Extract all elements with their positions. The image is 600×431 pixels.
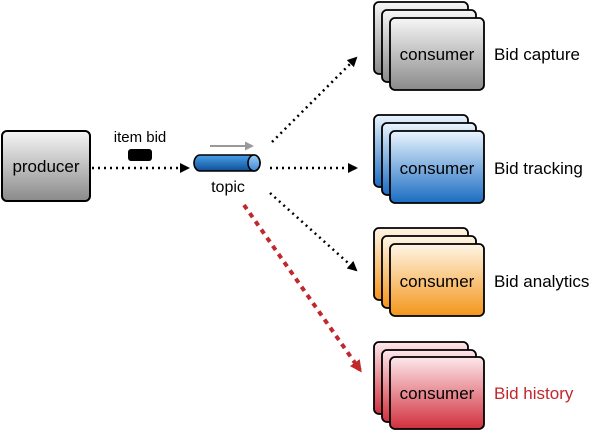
consumer-label: consumer bbox=[400, 272, 475, 291]
consumer-box bbox=[389, 130, 485, 204]
consumer-box bbox=[389, 243, 485, 317]
topic-to-bid-capture-arrow bbox=[271, 56, 358, 143]
consumer-label: consumer bbox=[400, 45, 475, 64]
producer-box bbox=[1, 130, 91, 202]
consumer-bid-analytics: consumer Bid analytics bbox=[373, 227, 589, 317]
item-bid-label: item bid bbox=[114, 129, 167, 146]
topic-label: topic bbox=[211, 179, 245, 196]
consumer-name-bid-history: Bid history bbox=[494, 384, 574, 403]
topic-node: topic bbox=[193, 141, 261, 196]
consumer-name-bid-analytics: Bid analytics bbox=[494, 272, 589, 291]
topic-cylinder-cap bbox=[247, 154, 261, 172]
consumer-bid-tracking: consumer Bid tracking bbox=[373, 114, 583, 204]
producer-label: producer bbox=[12, 157, 79, 176]
topic-to-bid-analytics-arrow bbox=[269, 192, 358, 272]
consumer-bid-capture: consumer Bid capture bbox=[373, 1, 580, 91]
consumer-bid-history: consumer Bid history bbox=[373, 341, 574, 430]
consumer-box bbox=[389, 356, 485, 430]
consumer-name-bid-capture: Bid capture bbox=[494, 45, 580, 64]
consumer-name-bid-tracking: Bid tracking bbox=[494, 159, 583, 178]
item-bid-message: item bid bbox=[114, 129, 167, 161]
consumer-label: consumer bbox=[400, 384, 475, 403]
topic-to-bid-history-arrow bbox=[242, 203, 362, 373]
consumer-label: consumer bbox=[400, 159, 475, 178]
producer-node: producer bbox=[1, 130, 91, 202]
item-bid-event-icon bbox=[128, 149, 152, 161]
consumer-box bbox=[389, 17, 485, 91]
